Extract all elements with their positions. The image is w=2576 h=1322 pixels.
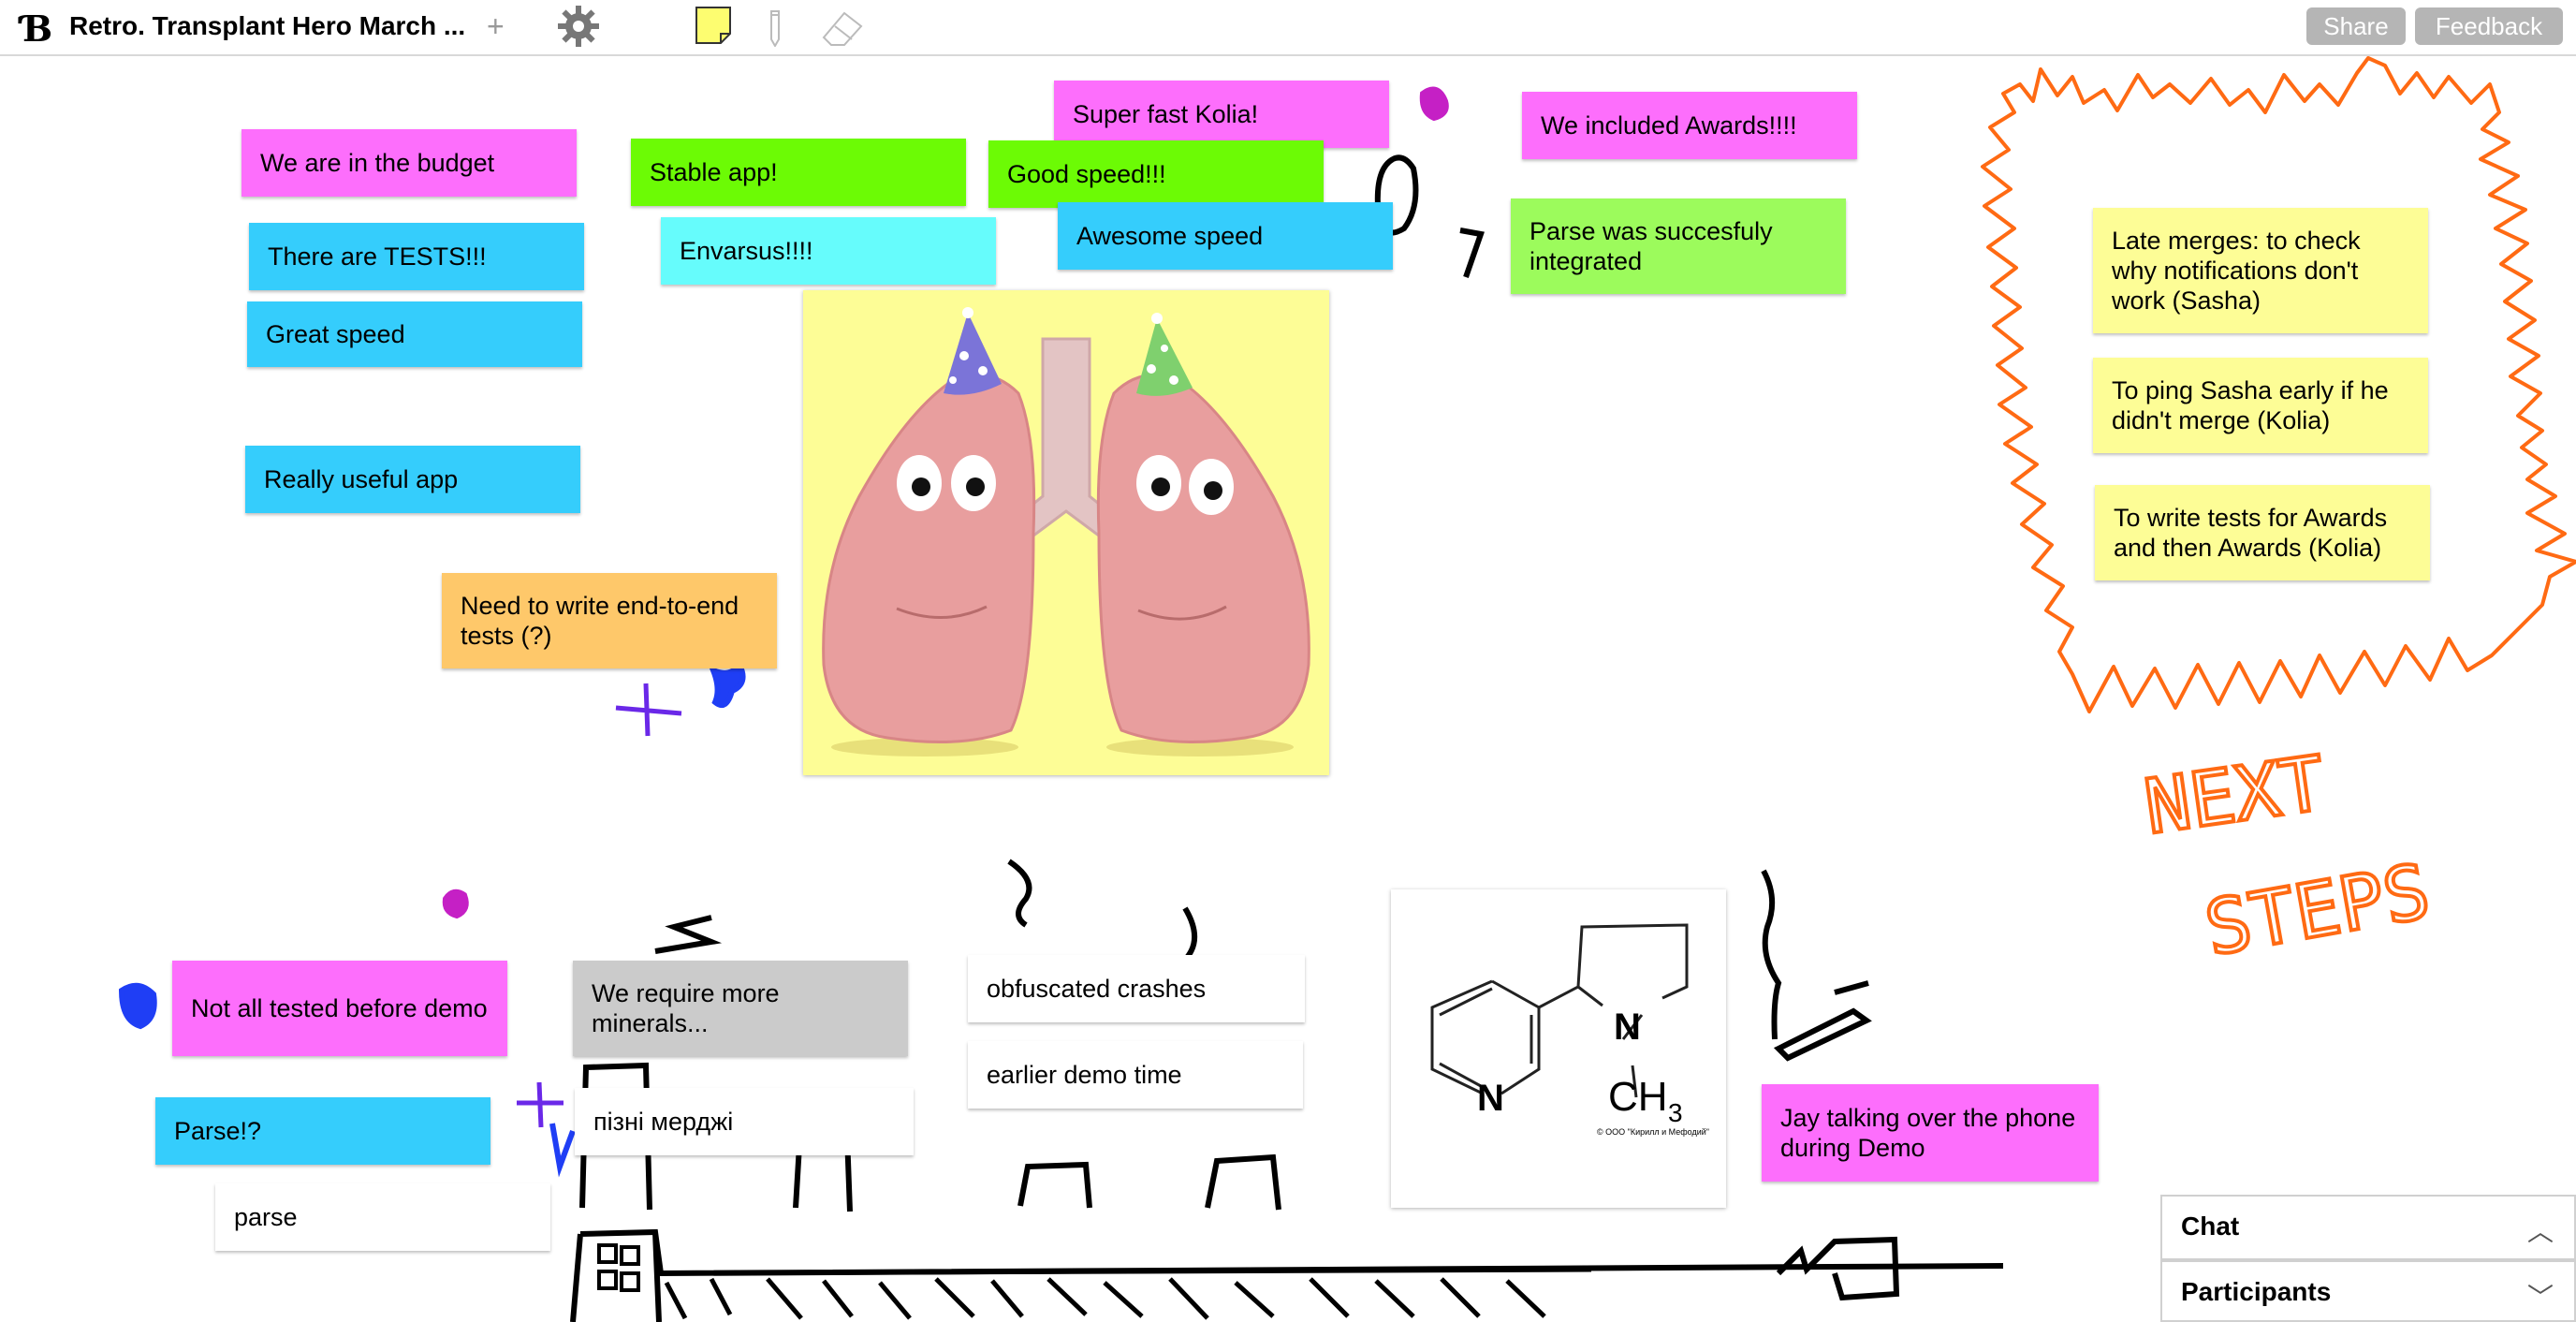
next-steps-line2: STEPS (2199, 847, 2436, 972)
molecule-subscript: 3 (1668, 1098, 1683, 1127)
note-great-speed[interactable]: Great speed (247, 301, 582, 367)
note-parse-integrated[interactable]: Parse was succesfuly integrated (1511, 198, 1846, 294)
pencil-icon[interactable] (768, 6, 783, 51)
board-title[interactable]: Retro. Transplant Hero March ... (69, 11, 466, 40)
note-not-tested[interactable]: Not all tested before demo (172, 961, 507, 1056)
note-good-speed[interactable]: Good speed!!! (988, 140, 1324, 208)
gear-icon[interactable] (556, 4, 601, 53)
note-useful-app[interactable]: Really useful app (245, 446, 580, 513)
note-obfuscated[interactable]: obfuscated crashes (968, 955, 1305, 1022)
note-late-merges[interactable]: Late merges: to check why notifications … (2093, 208, 2428, 333)
molecule-structure-icon: N N CH 3 © ООО "Кирилл и Мефодий" (1430, 923, 1709, 1137)
molecule-ch: CH (1608, 1074, 1668, 1120)
note-late-merges-uk[interactable]: пізні мерджі (575, 1088, 914, 1155)
note-parse[interactable]: parse (215, 1183, 550, 1251)
eraser-icon[interactable] (820, 6, 867, 51)
note-budget[interactable]: We are in the budget (242, 129, 577, 197)
note-tests[interactable]: There are TESTS!!! (249, 223, 584, 290)
next-steps-line1: NEXT (2140, 740, 2331, 851)
molecule-copyright: © ООО "Кирилл и Мефодий" (1597, 1127, 1709, 1137)
note-end-to-end[interactable]: Need to write end-to-end tests (?) (442, 573, 777, 668)
note-ping-sasha[interactable]: To ping Sasha early if he didn't merge (… (2093, 358, 2428, 453)
note-awards[interactable]: We included Awards!!!! (1522, 92, 1857, 159)
feedback-button[interactable]: Feedback (2415, 7, 2563, 45)
add-board-button[interactable]: + (487, 9, 505, 43)
note-jay[interactable]: Jay talking over the phone during Demo (1762, 1084, 2099, 1182)
note-envarsus[interactable]: Envarsus!!!! (661, 217, 996, 285)
note-super-fast[interactable]: Super fast Kolia! (1054, 81, 1389, 148)
chevron-down-icon[interactable]: ﹀ (2526, 1283, 2554, 1312)
note-parse-question[interactable]: Parse!? (155, 1097, 490, 1165)
share-button[interactable]: Share (2306, 7, 2406, 45)
chat-panel[interactable]: Chat ︿ (2160, 1195, 2576, 1260)
note-earlier-demo[interactable]: earlier demo time (968, 1041, 1303, 1109)
molecule-n-ring: N (1477, 1078, 1504, 1119)
note-write-tests[interactable]: To write tests for Awards and then Award… (2095, 485, 2430, 580)
whiteboard-canvas[interactable]: NEXT STEPS We are in the budget There ar… (0, 56, 2576, 1322)
participants-panel[interactable]: Participants ﹀ (2160, 1260, 2576, 1322)
molecule-n-pyrrolidine: N (1614, 1006, 1641, 1048)
chat-label: Chat (2181, 1212, 2240, 1241)
note-awesome-speed[interactable]: Awesome speed (1058, 202, 1393, 270)
note-stable-app[interactable]: Stable app! (631, 139, 966, 206)
sticky-note-icon[interactable] (695, 6, 732, 50)
party-lungs-image[interactable] (803, 290, 1329, 775)
top-bar: Ɓ Retro. Transplant Hero March ... + (0, 0, 2576, 56)
participants-label: Participants (2181, 1277, 2332, 1306)
app-logo[interactable]: Ɓ (22, 7, 53, 50)
note-minerals[interactable]: We require more minerals... (573, 961, 908, 1056)
lungs-illustration-icon (822, 307, 1310, 756)
chevron-up-icon[interactable]: ︿ (2526, 1217, 2554, 1246)
molecule-image[interactable]: N N CH 3 © ООО "Кирилл и Мефодий" (1391, 889, 1726, 1208)
